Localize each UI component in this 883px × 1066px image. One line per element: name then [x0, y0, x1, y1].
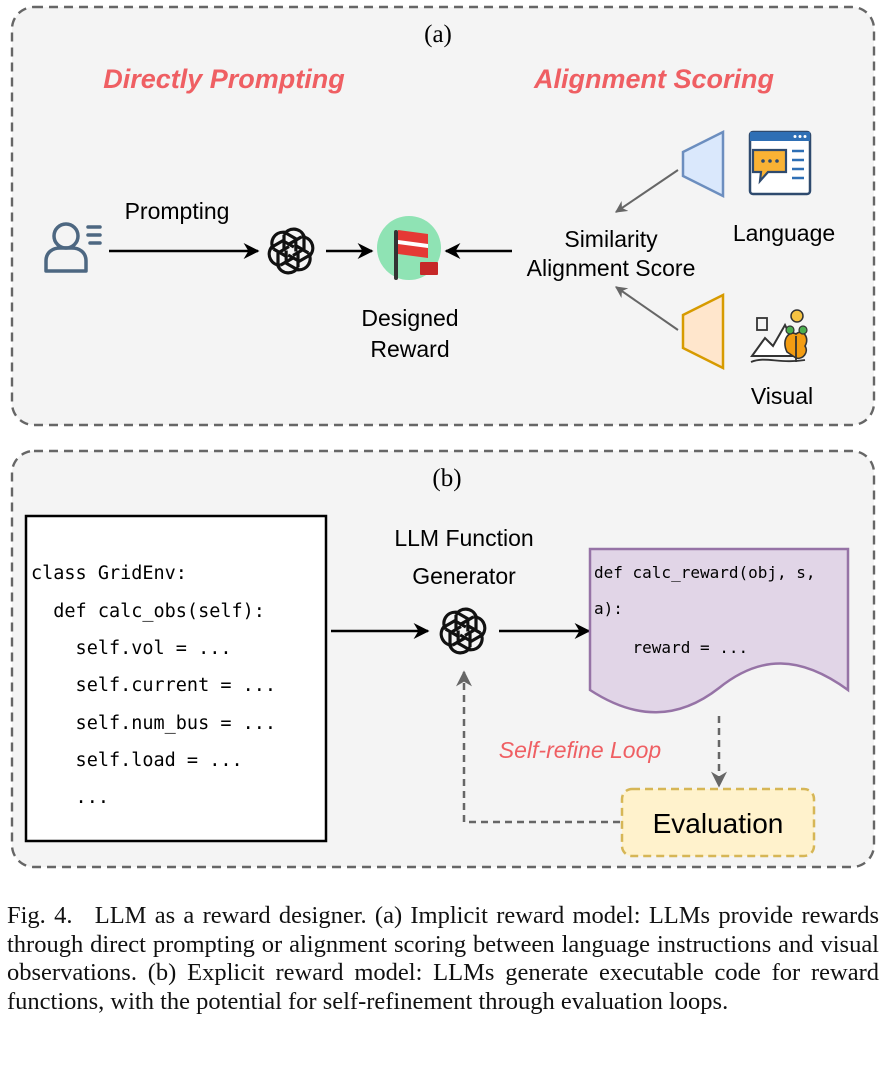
reward-code-document	[588, 547, 850, 714]
self-refine-loop-label: Self-refine Loop	[499, 737, 662, 763]
env-code: class GridEnv: def calc_obs(self): self.…	[31, 563, 276, 808]
visual-label: Visual	[751, 383, 813, 409]
visual-to-similarity-arrow	[615, 286, 679, 331]
designed-reward-line2: Reward	[370, 336, 449, 362]
language-document-icon	[748, 130, 812, 196]
caption-fig-label: Fig. 4.	[7, 902, 73, 929]
generator-label-line1: LLM Function	[394, 525, 533, 551]
figure-diagram: (a) Directly Prompting Alignment Scoring…	[10, 5, 876, 869]
user-icon	[44, 222, 102, 273]
self-refine-loop-arrow	[456, 670, 620, 824]
designed-reward-line1: Designed	[361, 305, 458, 331]
similarity-line2: Alignment Score	[527, 255, 696, 281]
env-code-line: self.current = ...	[31, 675, 276, 696]
similarity-line1: Similarity	[564, 226, 658, 252]
prompting-label: Prompting	[125, 198, 230, 224]
env-code-line: self.num_bus = ...	[31, 713, 276, 734]
panel-a-label: (a)	[424, 21, 452, 48]
panel-a-frame	[10, 5, 876, 427]
caption-text: LLM as a reward designer. (a) Implicit r…	[7, 902, 880, 1015]
evaluation-box	[620, 787, 816, 858]
reward-code: def calc_reward(obj, s, a): reward = ...	[594, 563, 816, 657]
evaluation-label: Evaluation	[653, 808, 784, 839]
language-to-similarity-arrow	[615, 169, 679, 213]
visual-scene-icon	[750, 309, 808, 363]
env-code-line: def calc_obs(self):	[31, 601, 265, 622]
reward-code-line: a):	[594, 599, 623, 618]
panel-b-label: (b)	[432, 465, 461, 492]
env-code-line: self.load = ...	[31, 750, 243, 771]
reward-code-line: def calc_reward(obj, s,	[594, 563, 816, 582]
env-code-box	[24, 514, 328, 843]
env-code-line: ...	[31, 787, 109, 808]
language-label: Language	[733, 220, 835, 246]
reward-flag-icon	[377, 216, 441, 280]
language-encoder	[681, 129, 725, 199]
heading-alignment-scoring: Alignment Scoring	[533, 64, 775, 94]
heading-directly-prompting: Directly Prompting	[103, 64, 345, 94]
reward-code-line: reward = ...	[594, 638, 748, 657]
env-code-line: self.vol = ...	[31, 638, 231, 659]
env-code-line: class GridEnv:	[31, 563, 187, 584]
generator-label-line2: Generator	[412, 563, 516, 589]
visual-encoder	[681, 292, 725, 371]
figure-caption: Fig. 4. LLM as a reward designer. (a) Im…	[7, 902, 879, 1016]
